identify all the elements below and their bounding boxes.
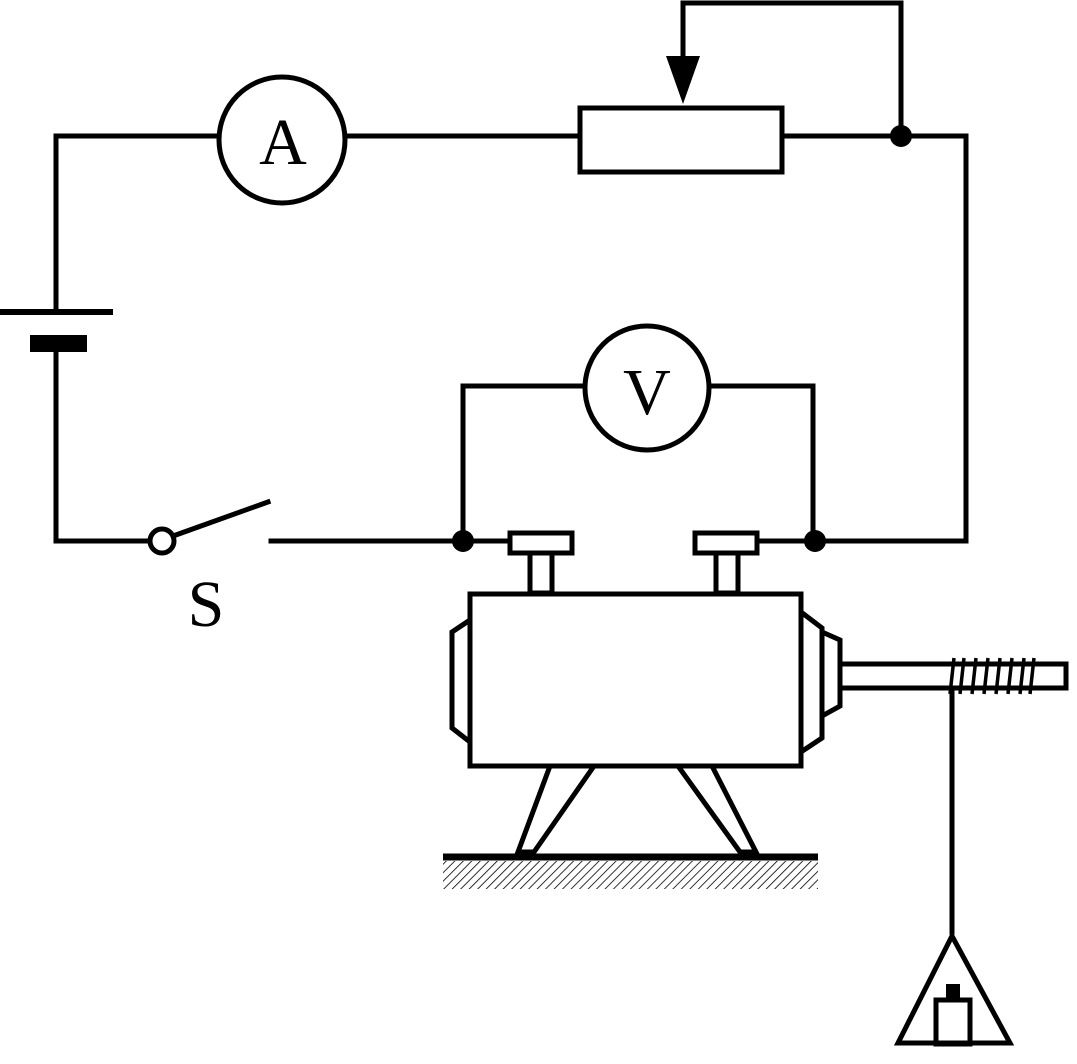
motor-right-leg [673,763,761,855]
motor-left-leg [514,763,599,855]
ammeter-label: A [259,106,307,179]
shaft-rope-coil [948,657,1036,695]
switch: S [147,498,272,641]
switch-label: S [188,568,225,641]
voltmeter-right-junction-dot [804,530,826,552]
motor-right-terminal [692,530,760,556]
motor-right-endcap [798,606,825,757]
voltmeter-left-junction-dot [452,530,474,552]
motor-body [467,591,804,769]
voltmeter: V [452,323,826,552]
voltmeter-label: V [623,356,671,429]
weight-block [933,997,973,1047]
battery [0,309,113,352]
motor-left-terminal [507,530,575,556]
motor [443,530,1069,935]
switch-blade [169,498,272,540]
rheostat [577,0,912,175]
rheostat-slider-arrow-icon [666,56,700,104]
weight-knob [946,984,960,1000]
circuit-wires [53,133,969,544]
hanging-load [893,930,1015,1047]
battery-negative-plate [30,335,87,352]
ammeter: A [216,74,348,206]
ground-hatch [443,861,818,889]
rheostat-junction-dot [890,125,912,147]
switch-pivot [147,526,177,556]
motor-left-endcap [449,615,473,748]
